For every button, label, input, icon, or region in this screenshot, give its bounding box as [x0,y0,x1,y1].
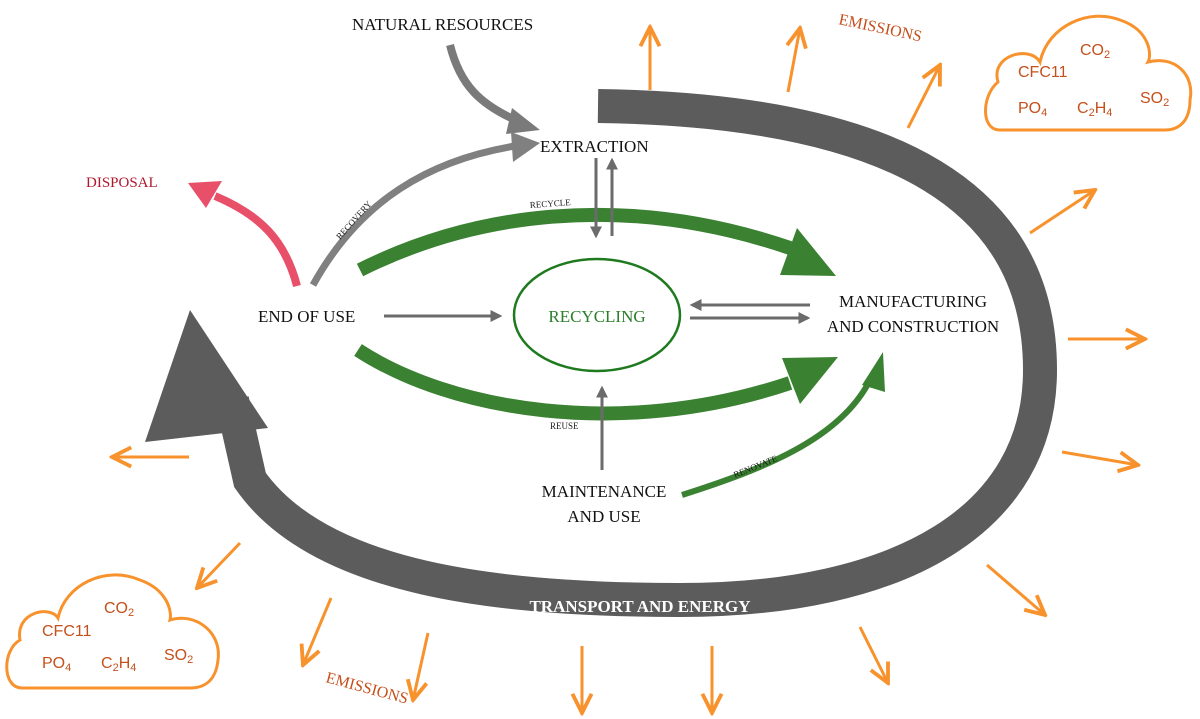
transport-loop [215,89,1058,618]
emission-arrow [1029,190,1095,235]
cloud-shape [984,14,1193,132]
emission-arrow [858,626,888,683]
renovate-label: RENOVATE [732,453,779,480]
co2-label: CO2 [104,600,134,619]
recovery-label: RECOVERY [334,199,374,242]
emissions-cloud-bottom: CO2 CFC11 PO4 C2H4 SO2 [5,573,220,690]
c2h4-label: C2H4 [101,655,136,674]
co2-label: CO2 [1080,42,1110,61]
manufacturing-label-line1: MANUFACTURING [839,292,987,311]
reuse-arrow [354,344,793,421]
end-of-use-label: END OF USE [258,307,355,326]
natural-resources-arrow [446,44,522,126]
disposal-label: DISPOSAL [86,175,158,191]
reuse-label: REUSE [550,421,579,431]
emission-arrow [303,597,333,665]
transport-arrowhead [145,310,268,442]
renovate-arrow [681,378,873,498]
emission-arrow [906,65,940,129]
disposal-arrowhead [188,181,222,208]
recovery-arrow [309,142,516,287]
cloud-shape [5,573,220,690]
natural-resources-arrowhead [506,108,540,134]
po4-label: PO4 [1018,100,1047,119]
maintenance-label-line2: AND USE [567,507,640,526]
emission-arrow [788,28,800,93]
c2h4-label: C2H4 [1077,100,1112,119]
disposal-arrow [213,192,301,288]
emission-arrows [112,27,1145,713]
emission-arrow [986,563,1045,615]
so2-label: SO2 [1140,90,1169,109]
natural-resources-label: NATURAL RESOURCES [352,15,533,34]
extraction-label: EXTRACTION [540,137,649,156]
reuse-arrowhead [782,357,838,404]
recycling-circle [512,257,682,373]
manufacturing-label-line2: AND CONSTRUCTION [827,317,999,336]
recycling-label: RECYCLING [548,307,645,326]
renovate-arrowhead [862,352,885,392]
recycle-arrowhead [780,228,836,276]
cfc11-label: CFC11 [42,623,92,640]
transport-label: TRANSPORT AND ENERGY [529,597,750,616]
recycle-label: RECYCLE [529,197,571,210]
emissions-label-top: EMISSIONS [837,11,923,45]
emission-arrow [197,541,242,588]
emissions-cloud-top: CO2 CFC11 PO4 C2H4 SO2 [984,14,1193,132]
recycle-arrow [356,207,793,277]
emissions-label-bottom: EMISSIONS [324,669,410,707]
emission-arrow [1061,450,1138,465]
po4-label: PO4 [42,655,71,674]
cfc11-label: CFC11 [1018,64,1068,81]
so2-label: SO2 [164,647,193,666]
recovery-arrowhead [511,132,540,162]
emission-arrow [413,632,430,700]
maintenance-label-line1: MAINTENANCE [542,482,667,501]
